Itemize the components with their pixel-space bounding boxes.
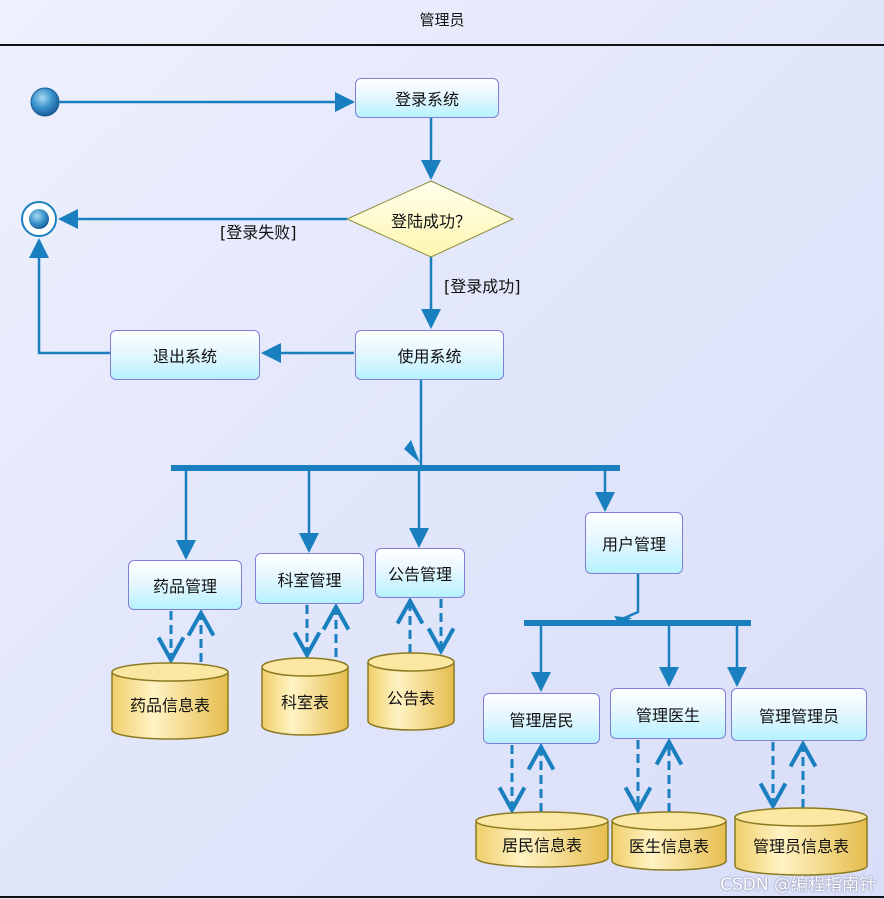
flow-user-fork2	[619, 574, 640, 622]
cylinder-doctor	[611, 811, 727, 871]
activity-exit-label: 退出系统	[152, 347, 217, 366]
cylinder-drug	[111, 662, 229, 740]
table-admin-label: 管理员信息表	[752, 837, 849, 856]
activity-resident-mgmt: 管理居民	[483, 693, 600, 744]
swimlane-title: 管理员	[419, 11, 465, 29]
activity-use-label: 使用系统	[397, 347, 462, 366]
cylinder-dept	[261, 657, 349, 736]
guard-login-success: [登录成功]	[444, 277, 521, 296]
activity-admin-mgmt: 管理管理员	[731, 688, 867, 741]
swimlane-header: 管理员	[0, 0, 884, 46]
activity-drug-mgmt-label: 药品管理	[152, 577, 217, 596]
activity-login: 登录系统	[355, 78, 499, 118]
cylinder-notice	[367, 652, 455, 731]
activity-user-mgmt: 用户管理	[585, 512, 683, 574]
activity-exit: 退出系统	[110, 330, 260, 380]
bottom-border	[0, 896, 884, 898]
end-node	[21, 201, 57, 237]
activity-dept-mgmt-label: 科室管理	[277, 570, 342, 590]
activity-resident-mgmt-label: 管理居民	[509, 710, 574, 730]
activity-dept-mgmt: 科室管理	[255, 553, 364, 604]
table-notice-label: 公告表	[386, 689, 435, 708]
activity-user-mgmt-label: 用户管理	[601, 535, 666, 554]
object-flows	[156, 596, 818, 815]
activity-drug-mgmt: 药品管理	[128, 560, 242, 610]
watermark: CSDN @编程指南针	[720, 875, 876, 895]
activity-use: 使用系统	[355, 330, 504, 380]
table-dept-label: 科室表	[280, 693, 329, 712]
cylinder-admin	[734, 807, 868, 876]
table-doctor-label: 医生信息表	[628, 837, 709, 856]
decision-label: 登陆成功？	[390, 212, 471, 231]
activity-admin-mgmt-label: 管理管理员	[758, 706, 839, 726]
table-resident-label: 居民信息表	[501, 836, 582, 855]
table-drug-label: 药品信息表	[129, 696, 210, 715]
cylinder-resident	[475, 811, 609, 868]
activity-doctor-mgmt-label: 管理医生	[635, 705, 700, 725]
activity-notice-mgmt-label: 公告管理	[387, 565, 452, 584]
fork-bar-main	[171, 465, 620, 471]
guard-login-fail: [登录失败]	[220, 223, 297, 242]
activity-login-label: 登录系统	[394, 90, 459, 109]
activity-doctor-mgmt: 管理医生	[610, 688, 726, 739]
flow-exit-end	[29, 238, 110, 355]
fork-bar-user	[524, 620, 751, 626]
start-node	[30, 87, 60, 117]
activity-notice-mgmt: 公告管理	[375, 548, 465, 598]
fork-arrowhead	[404, 440, 420, 463]
